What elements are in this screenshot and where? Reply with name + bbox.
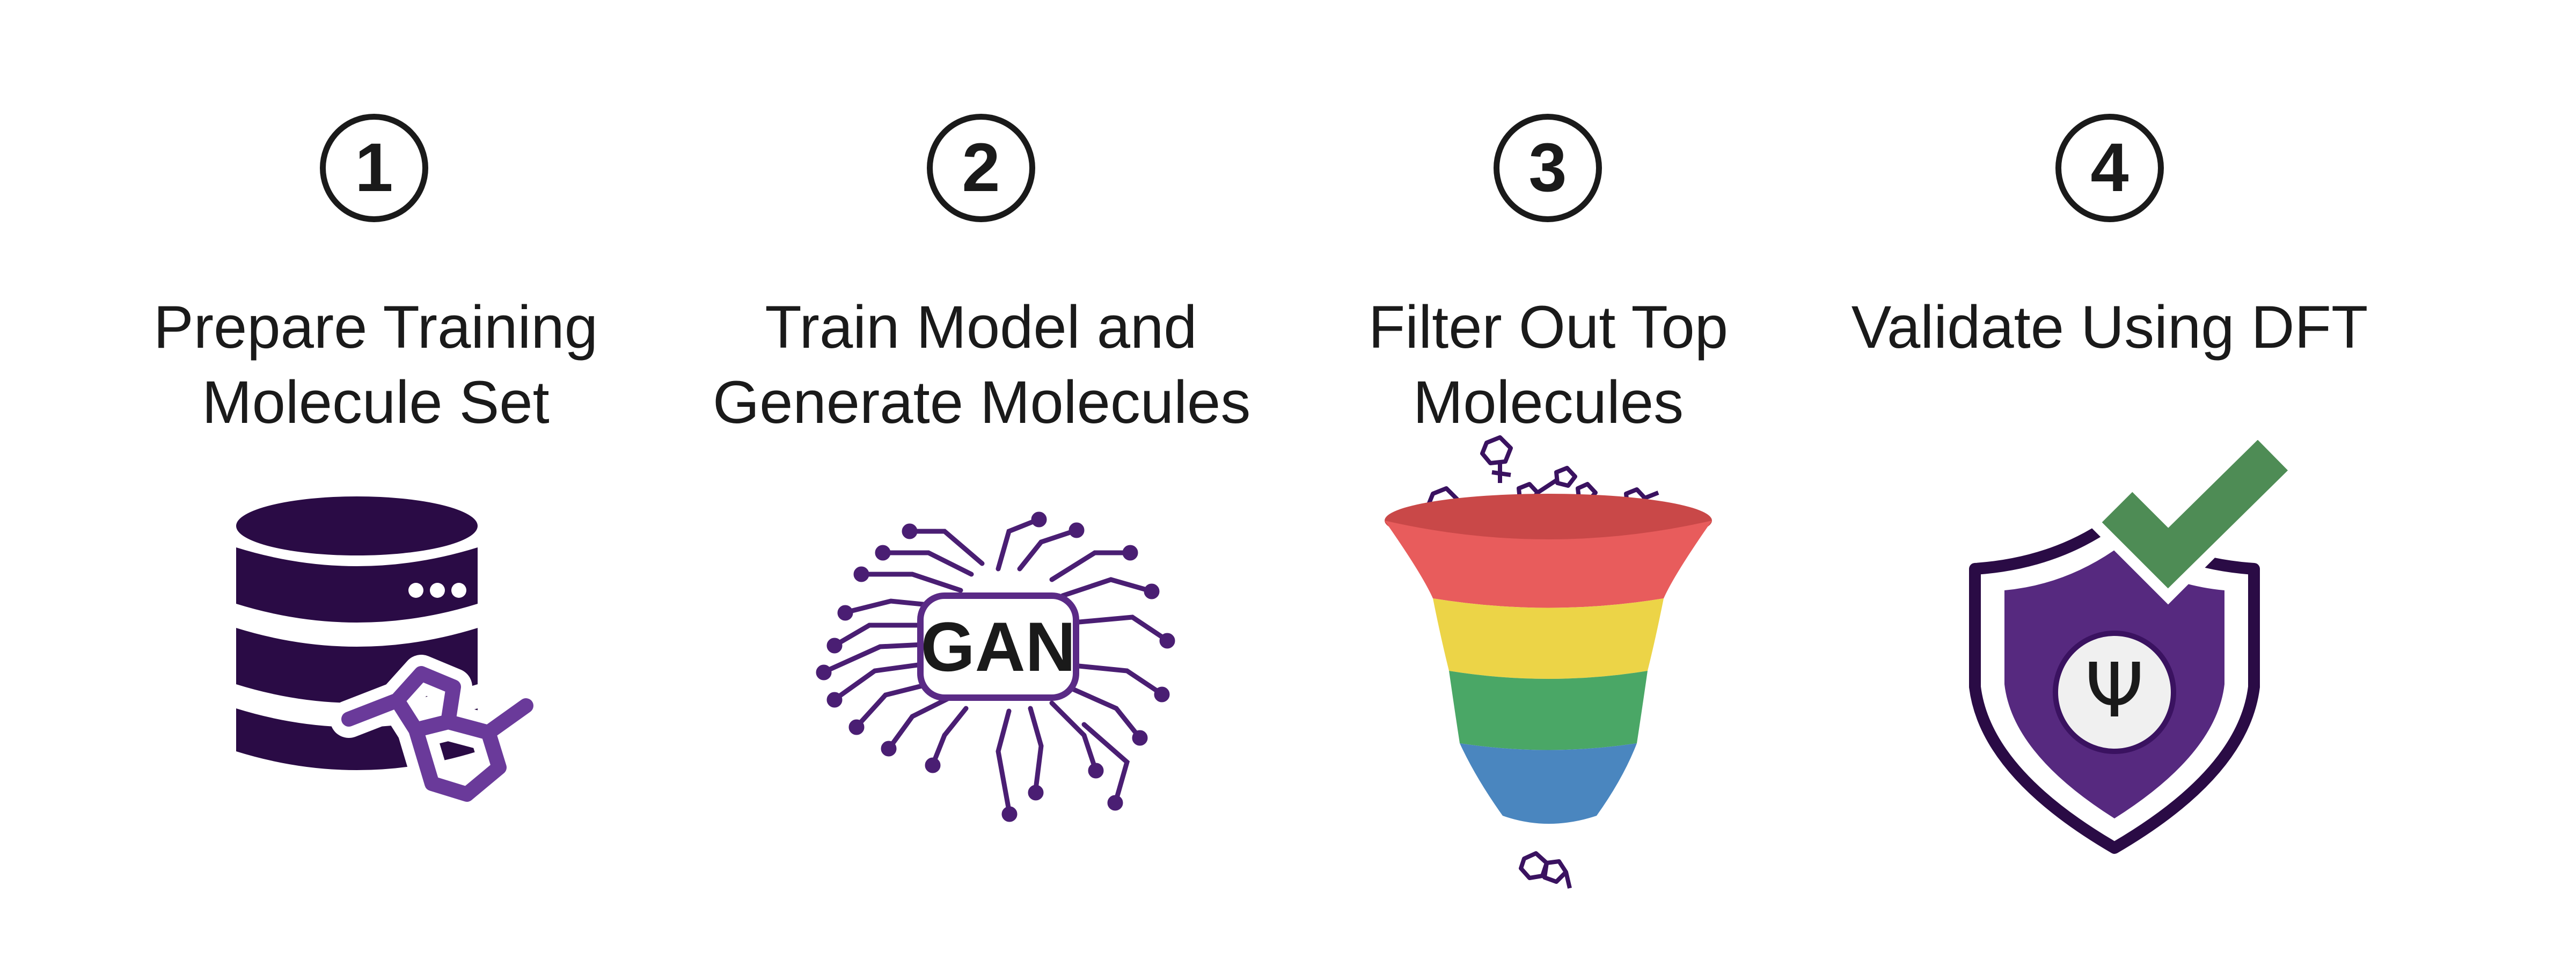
psi-symbol: Ψ <box>2085 647 2144 735</box>
step-title-line: Generate Molecules <box>713 369 1251 436</box>
step-3: 3 Filter Out Top Molecules <box>1288 0 2039 966</box>
step-number-circle: 3 <box>1494 114 1602 222</box>
step-title-line: Validate Using DFT <box>1851 294 2368 361</box>
step-title-line: Molecule Set <box>202 369 550 436</box>
step-number-circle: 4 <box>2055 114 2164 222</box>
step-title: Prepare Training Molecule Set <box>107 290 644 440</box>
step-number: 3 <box>1528 129 1567 206</box>
gan-badge-label: GAN <box>921 608 1076 686</box>
step-number-circle: 1 <box>320 114 428 222</box>
circuit-brain-icon: GAN <box>816 511 1175 822</box>
step-1: 1 Prepare Training Molecule Set <box>0 0 751 966</box>
step-number: 1 <box>355 129 393 206</box>
step-title: Filter Out Top Molecules <box>1288 290 1809 440</box>
step-4: 4 Validate Using DFT Ψ <box>1825 0 2576 966</box>
funnel-icon <box>1385 435 1712 889</box>
database-molecule-icon <box>236 496 545 813</box>
step-title-line: Filter Out Top <box>1368 294 1729 361</box>
step-2: 2 Train Model and Generate Molecules <box>644 0 1395 966</box>
step-title: Validate Using DFT <box>1825 290 2395 365</box>
step-number-circle: 2 <box>927 114 1035 222</box>
step-title-line: Prepare Training <box>153 294 598 361</box>
shield-check-icon: Ψ <box>1969 440 2297 854</box>
step-number: 2 <box>962 129 1000 206</box>
step-title-line: Molecules <box>1413 369 1684 436</box>
step-title-line: Train Model and <box>765 294 1197 361</box>
step-number: 4 <box>2090 129 2129 206</box>
step-title: Train Model and Generate Molecules <box>713 290 1251 440</box>
